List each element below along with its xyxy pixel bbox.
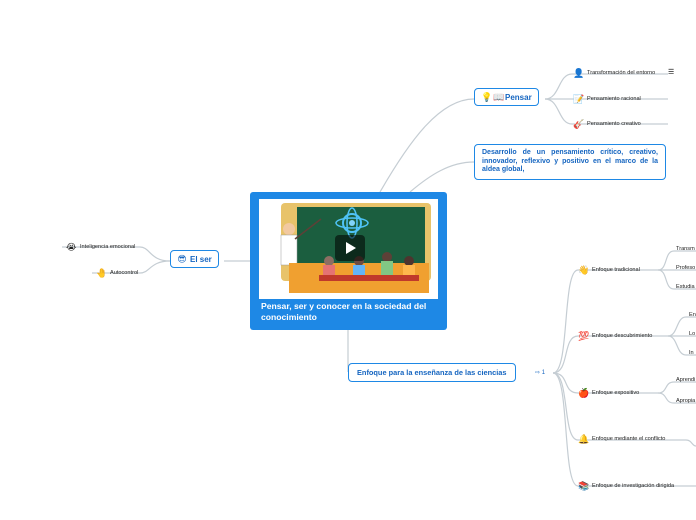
- subtopic-item[interactable]: Transm: [676, 246, 695, 252]
- subtopic-label: Inteligencia emocional: [80, 244, 136, 250]
- central-topic-title: Pensar, ser y conocer en la sociedad del…: [261, 301, 427, 322]
- books-icon: 📚: [578, 481, 590, 491]
- subtopic-item[interactable]: Apropia: [676, 398, 696, 404]
- subtopic-label: Enfoque descubrimiento: [592, 333, 653, 339]
- topic-el-ser-label: El ser: [190, 254, 212, 264]
- subtopic-enfoque-descubrimiento[interactable]: 💯 Enfoque descubrimiento: [578, 331, 652, 341]
- hundred-icon: 💯: [578, 331, 590, 341]
- subtopic-enfoque-investigacion-dirigida[interactable]: 📚 Enfoque de investigación dirigida: [578, 481, 674, 491]
- subtopic-label: Pensamiento creativo: [587, 121, 641, 127]
- menu-icon[interactable]: ☰: [668, 69, 675, 76]
- person-icon: 👤: [573, 68, 585, 78]
- play-button[interactable]: [335, 235, 365, 261]
- subtopic-inteligencia-emocional[interactable]: 😭 Inteligencia emocional: [66, 242, 135, 252]
- subtopic-enfoque-expositivo[interactable]: 🍎 Enfoque expositivo: [578, 388, 639, 398]
- video-thumbnail[interactable]: [259, 199, 438, 299]
- topic-el-ser[interactable]: 😎 El ser: [170, 250, 219, 268]
- subtopic-label: Transformación del entorno: [587, 70, 656, 76]
- topic-pensar-label: Pensar: [505, 92, 532, 102]
- subtopic-pensamiento-racional[interactable]: 📝 Pensamiento racional: [573, 94, 641, 104]
- subtopic-item[interactable]: Lo: [689, 331, 696, 337]
- subtopic-pensamiento-creativo[interactable]: 🎸 Pensamiento creativo: [573, 119, 641, 129]
- subtopic-item[interactable]: Profeso: [676, 265, 696, 271]
- subtopic-item[interactable]: Estudia: [676, 284, 695, 290]
- topic-desarrollo[interactable]: Desarrollo de un pensamiento crítico, cr…: [474, 144, 666, 180]
- subtopic-label: Pensamiento racional: [587, 96, 641, 102]
- subtopic-label: Enfoque expositivo: [592, 390, 640, 396]
- subtopic-item[interactable]: Aprendi: [676, 377, 696, 383]
- topic-enfoque-ensenanza-ciencias[interactable]: Enfoque para la enseñanza de las ciencia…: [348, 363, 516, 382]
- subtopic-enfoque-tradicional[interactable]: 👋 Enfoque tradicional: [578, 265, 640, 275]
- guitar-icon: 🎸: [573, 119, 585, 129]
- topic-pensar[interactable]: 💡 📖 Pensar: [474, 88, 539, 106]
- subtopic-label: Enfoque tradicional: [592, 267, 640, 273]
- sunglasses-face-icon: 😎: [177, 254, 187, 264]
- subtopic-label: Enfoque de investigación dirigida: [592, 483, 675, 489]
- subtopic-item[interactable]: En: [689, 312, 696, 318]
- collapse-count-badge[interactable]: ⇨ 1: [535, 370, 546, 376]
- lightbulb-icon: 💡: [481, 92, 493, 102]
- emotional-face-icon: 😭: [66, 242, 77, 252]
- hand-icon: 👋: [578, 265, 590, 275]
- notepad-icon: 📝: [573, 94, 585, 104]
- subtopic-autocontrol[interactable]: 🤚 Autocontrol: [96, 268, 138, 278]
- hand-icon: 🤚: [96, 268, 108, 278]
- book-icon: 📖: [493, 92, 505, 102]
- subtopic-item[interactable]: In: [689, 350, 694, 356]
- apple-icon: 🍎: [578, 388, 590, 398]
- subtopic-enfoque-conflicto[interactable]: 🔔 Enfoque mediante el conflicto: [578, 434, 665, 444]
- subtopic-label: Autocontrol: [110, 270, 139, 276]
- bell-icon: 🔔: [578, 434, 590, 444]
- subtopic-label: Enfoque mediante el conflicto: [592, 436, 666, 442]
- subtopic-transformacion-del-entorno[interactable]: 👤 Transformación del entorno: [573, 68, 655, 78]
- central-topic[interactable]: Pensar, ser y conocer en la sociedad del…: [250, 192, 447, 330]
